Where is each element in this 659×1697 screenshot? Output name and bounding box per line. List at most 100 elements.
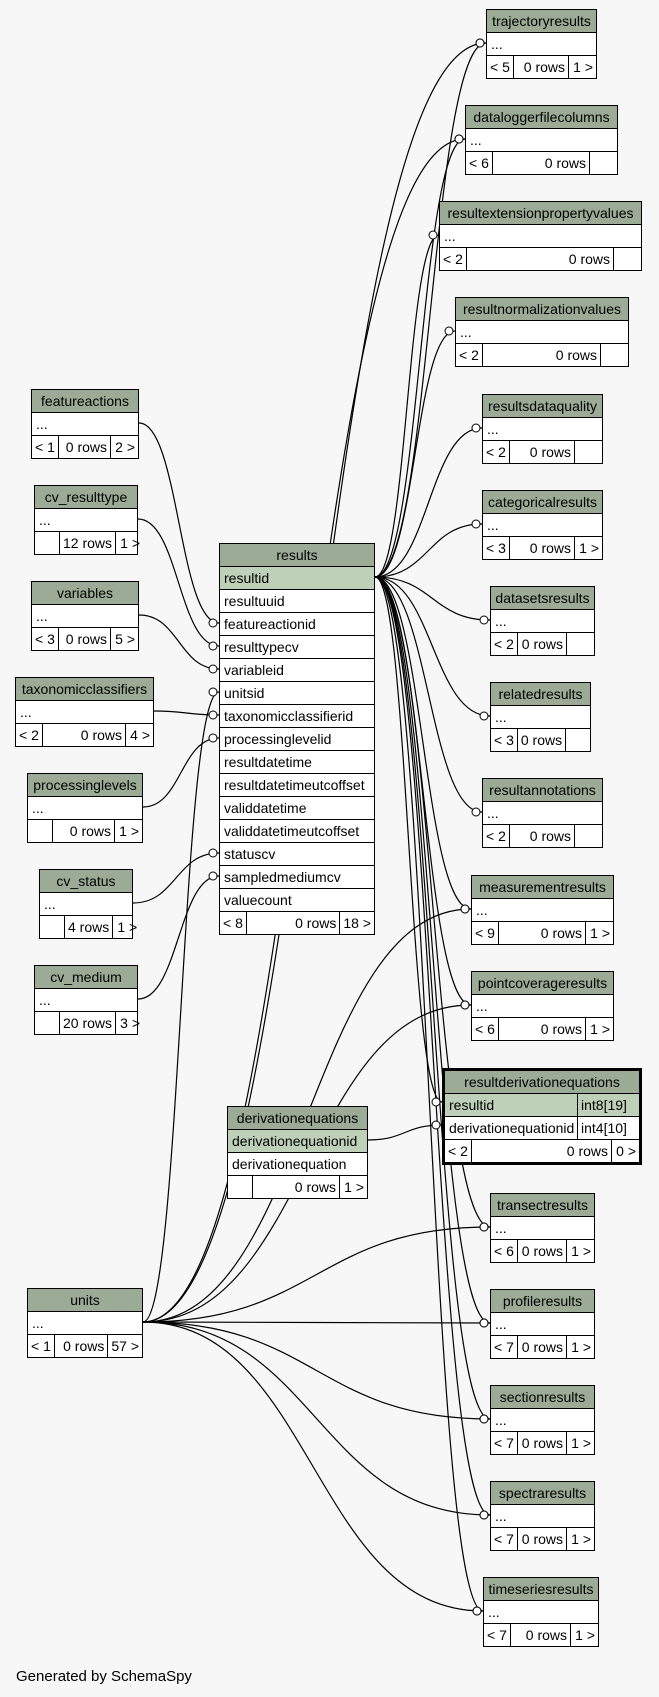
parents-count[interactable]: < 1 — [31, 1338, 51, 1354]
children-count[interactable]: 1 > — [566, 1240, 594, 1262]
table-title[interactable]: featureactions — [32, 390, 138, 413]
parents-count[interactable] — [35, 532, 59, 554]
children-count[interactable]: 1 > — [339, 1176, 367, 1198]
children-count[interactable]: 1 > — [568, 56, 596, 78]
parents-count[interactable]: < 7 — [494, 1339, 514, 1355]
table-title[interactable]: cv_resulttype — [35, 486, 137, 509]
parents-count[interactable]: < 6 — [469, 155, 489, 171]
parents-count[interactable]: < 2 — [486, 444, 506, 460]
parents-count[interactable] — [228, 1176, 252, 1198]
children-count[interactable]: 1 > — [585, 1018, 613, 1040]
children-count[interactable]: 1 > — [115, 532, 143, 554]
children-count[interactable]: 0 > — [611, 1140, 639, 1162]
table-title[interactable]: pointcoverageresults — [472, 972, 613, 995]
children-count[interactable] — [574, 825, 602, 847]
children-count[interactable]: 18 > — [339, 912, 374, 934]
parents-count[interactable]: < 3 — [35, 631, 55, 647]
parents-count[interactable]: < 8 — [223, 915, 243, 931]
children-count[interactable]: 1 > — [566, 1432, 594, 1454]
parents-count[interactable] — [40, 916, 64, 938]
table-title[interactable]: cv_medium — [35, 966, 137, 989]
children-count[interactable]: 1 > — [585, 922, 613, 944]
parents-count[interactable]: < 3 — [486, 540, 506, 556]
parents-count[interactable]: < 3 — [494, 732, 514, 748]
parents-count[interactable]: < 6 — [475, 1021, 495, 1037]
children-count[interactable] — [574, 441, 602, 463]
parents-count[interactable]: < 5 — [490, 59, 510, 75]
parents-count[interactable]: < 1 — [35, 439, 55, 455]
children-count[interactable] — [613, 248, 641, 270]
children-count[interactable]: 57 > — [107, 1335, 142, 1357]
table-title[interactable]: resultnormalizationvalues — [456, 298, 628, 321]
table-title[interactable]: sectionresults — [491, 1386, 594, 1409]
children-count[interactable]: 3 > — [115, 1012, 143, 1034]
children-count[interactable]: 1 > — [566, 1528, 594, 1550]
children-count[interactable]: 2 > — [110, 436, 138, 458]
parents-count[interactable] — [28, 820, 52, 842]
table-title[interactable]: datasetsresults — [491, 587, 594, 610]
table-title[interactable]: profileresults — [491, 1290, 594, 1313]
table-title[interactable]: resultannotations — [483, 779, 602, 802]
parents-count[interactable]: < 2 — [494, 636, 514, 652]
children-count[interactable]: 1 > — [112, 916, 140, 938]
table-title[interactable]: relatedresults — [491, 683, 590, 706]
table-title[interactable]: timeseriesresults — [484, 1578, 598, 1601]
parents-count[interactable]: < 2 — [443, 251, 463, 267]
parents-count[interactable]: < 6 — [494, 1243, 514, 1259]
table-title[interactable]: taxonomicclassifiers — [16, 678, 153, 701]
parents-count[interactable]: < 7 — [494, 1435, 514, 1451]
children-count[interactable]: 1 > — [574, 537, 602, 559]
table-title[interactable]: processinglevels — [28, 774, 142, 797]
table-title[interactable]: variables — [32, 582, 138, 605]
table-title[interactable]: results — [220, 544, 374, 567]
children-count[interactable] — [566, 633, 594, 655]
parents-count[interactable] — [35, 1012, 59, 1034]
parents-count[interactable]: < 2 — [19, 727, 39, 743]
table-title[interactable]: transectresults — [491, 1194, 594, 1217]
table-title[interactable]: dataloggerfilecolumns — [466, 106, 617, 129]
children-count[interactable] — [589, 152, 617, 174]
children-count[interactable]: 1 > — [566, 1336, 594, 1358]
table-title[interactable]: spectraresults — [491, 1482, 594, 1505]
parents-count[interactable]: < 9 — [475, 925, 495, 941]
parents-count[interactable]: < 2 — [448, 1143, 468, 1159]
table-title[interactable]: categoricalresults — [483, 491, 602, 514]
table-title[interactable]: resultextensionpropertyvalues — [440, 202, 641, 225]
children-count[interactable]: 1 > — [114, 820, 142, 842]
parents-count[interactable]: < 7 — [487, 1627, 507, 1643]
table-title[interactable]: measurementresults — [472, 876, 613, 899]
table-title[interactable]: units — [28, 1289, 142, 1312]
children-count[interactable] — [565, 729, 593, 751]
children-count[interactable]: 5 > — [110, 628, 138, 650]
children-count[interactable]: 1 > — [570, 1624, 598, 1646]
parents-count[interactable]: < 2 — [486, 828, 506, 844]
table-title[interactable]: derivationequations — [228, 1107, 367, 1130]
parents-count[interactable]: < 2 — [459, 347, 479, 363]
children-count[interactable]: 4 > — [125, 724, 153, 746]
